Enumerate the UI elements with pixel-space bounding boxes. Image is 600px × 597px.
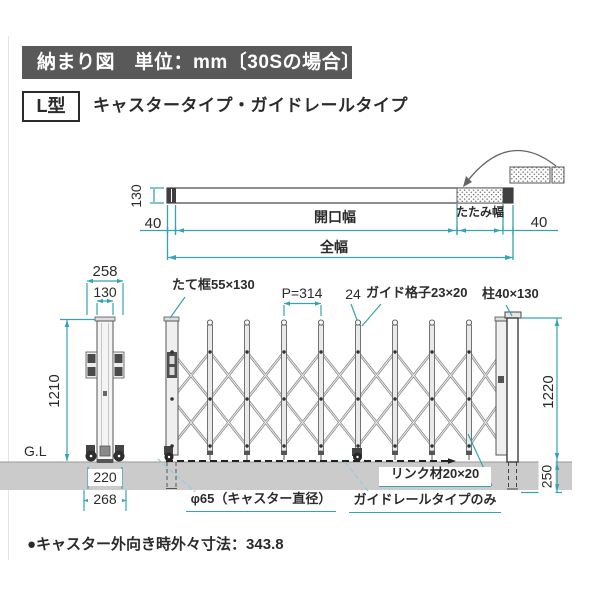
guide-rail	[166, 458, 456, 464]
folded-width-label: たたみ幅	[455, 205, 504, 219]
plan-right-post-width-dim: 40	[530, 214, 548, 231]
gate-height-dim: 1220	[540, 375, 557, 409]
total-width-label: 全幅	[320, 239, 348, 255]
post-width-dim: 130	[93, 284, 117, 300]
plan-folded-bundle	[509, 166, 551, 184]
plan-dimension-lines	[140, 187, 558, 260]
base-width-inner-dim: 220	[88, 469, 122, 486]
lattice-joint-dots	[170, 350, 504, 448]
type-description: キャスタータイプ・ガイドレールタイプ	[93, 96, 408, 115]
fold-direction-arrow	[465, 150, 557, 184]
plan-folded-gate-hatch	[456, 187, 504, 204]
guide-lattice-label: ガイド格子23×20	[366, 285, 468, 300]
post-overall-width-dim: 258	[92, 263, 118, 280]
footnote: ●キャスター外向き時外々寸法：343.8	[27, 536, 284, 553]
pillar-label: 柱40×130	[482, 286, 539, 301]
opening-width-label: 開口幅	[314, 209, 356, 225]
link-material-label: リンク材20×20	[379, 466, 491, 487]
type-badge: L型	[22, 91, 80, 122]
plan-dimension-arrows	[168, 228, 513, 260]
gate-handle	[167, 352, 177, 378]
left-post-elevation	[85, 316, 125, 463]
pitch-dim: P=314	[281, 285, 323, 301]
page-edge-line	[8, 36, 9, 560]
left-post-casters	[85, 445, 125, 463]
caster-diameter-label: φ65（キャスター直径）	[186, 491, 336, 512]
gate-elevation	[163, 316, 510, 489]
embed-depth-dim: 250	[538, 458, 556, 495]
plan-right-post	[503, 188, 513, 203]
post-height-dim: 1210	[46, 374, 63, 408]
guide-rail-note: ガイドレールタイプのみ	[349, 492, 501, 513]
plan-view-drawing	[166, 150, 565, 204]
page-title-bar: 納まり図 単位：mm〔30Sの場合〕	[22, 46, 360, 79]
stile-label: たて框55×130	[172, 277, 255, 292]
middle-caster	[352, 448, 362, 462]
plan-left-post-width-dim: 40	[144, 215, 162, 232]
ground-level-label: G.L	[24, 443, 47, 459]
bar-width-dim: 24	[345, 286, 361, 302]
plan-bar-height-dim: 130	[128, 184, 144, 208]
gate-left-stile	[163, 316, 180, 489]
right-pillar-elevation	[504, 311, 522, 490]
elevation-dimension-arrows	[64, 278, 560, 503]
base-width-outer-dim: 268	[88, 491, 122, 508]
guide-lattice-bars	[206, 319, 473, 460]
